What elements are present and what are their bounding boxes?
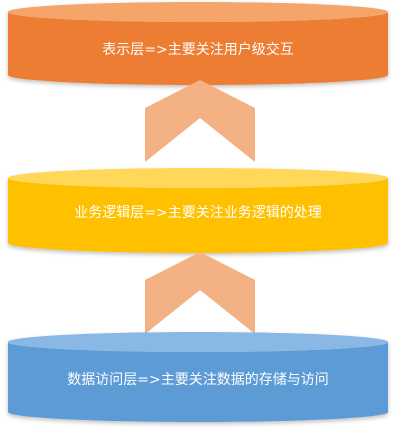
business-logic-layer-body	[8, 178, 388, 253]
presentation-layer	[8, 2, 388, 85]
business-logic-layer	[8, 168, 388, 253]
upper-arrow-icon	[145, 80, 255, 162]
data-access-layer-label: 数据访问层=>主要关注数据的存储与访问	[67, 372, 328, 388]
data-access-layer	[8, 332, 388, 422]
data-access-layer-top	[8, 332, 388, 352]
business-logic-layer-label: 业务逻辑层=>主要关注业务逻辑的处理	[74, 205, 321, 221]
presentation-layer-label: 表示层=>主要关注用户级交互	[102, 41, 293, 58]
business-logic-layer-top	[8, 168, 388, 188]
presentation-layer-body	[8, 12, 388, 85]
presentation-layer-top	[8, 2, 388, 22]
lower-arrow-icon	[145, 252, 255, 334]
data-access-layer-body	[8, 342, 388, 422]
